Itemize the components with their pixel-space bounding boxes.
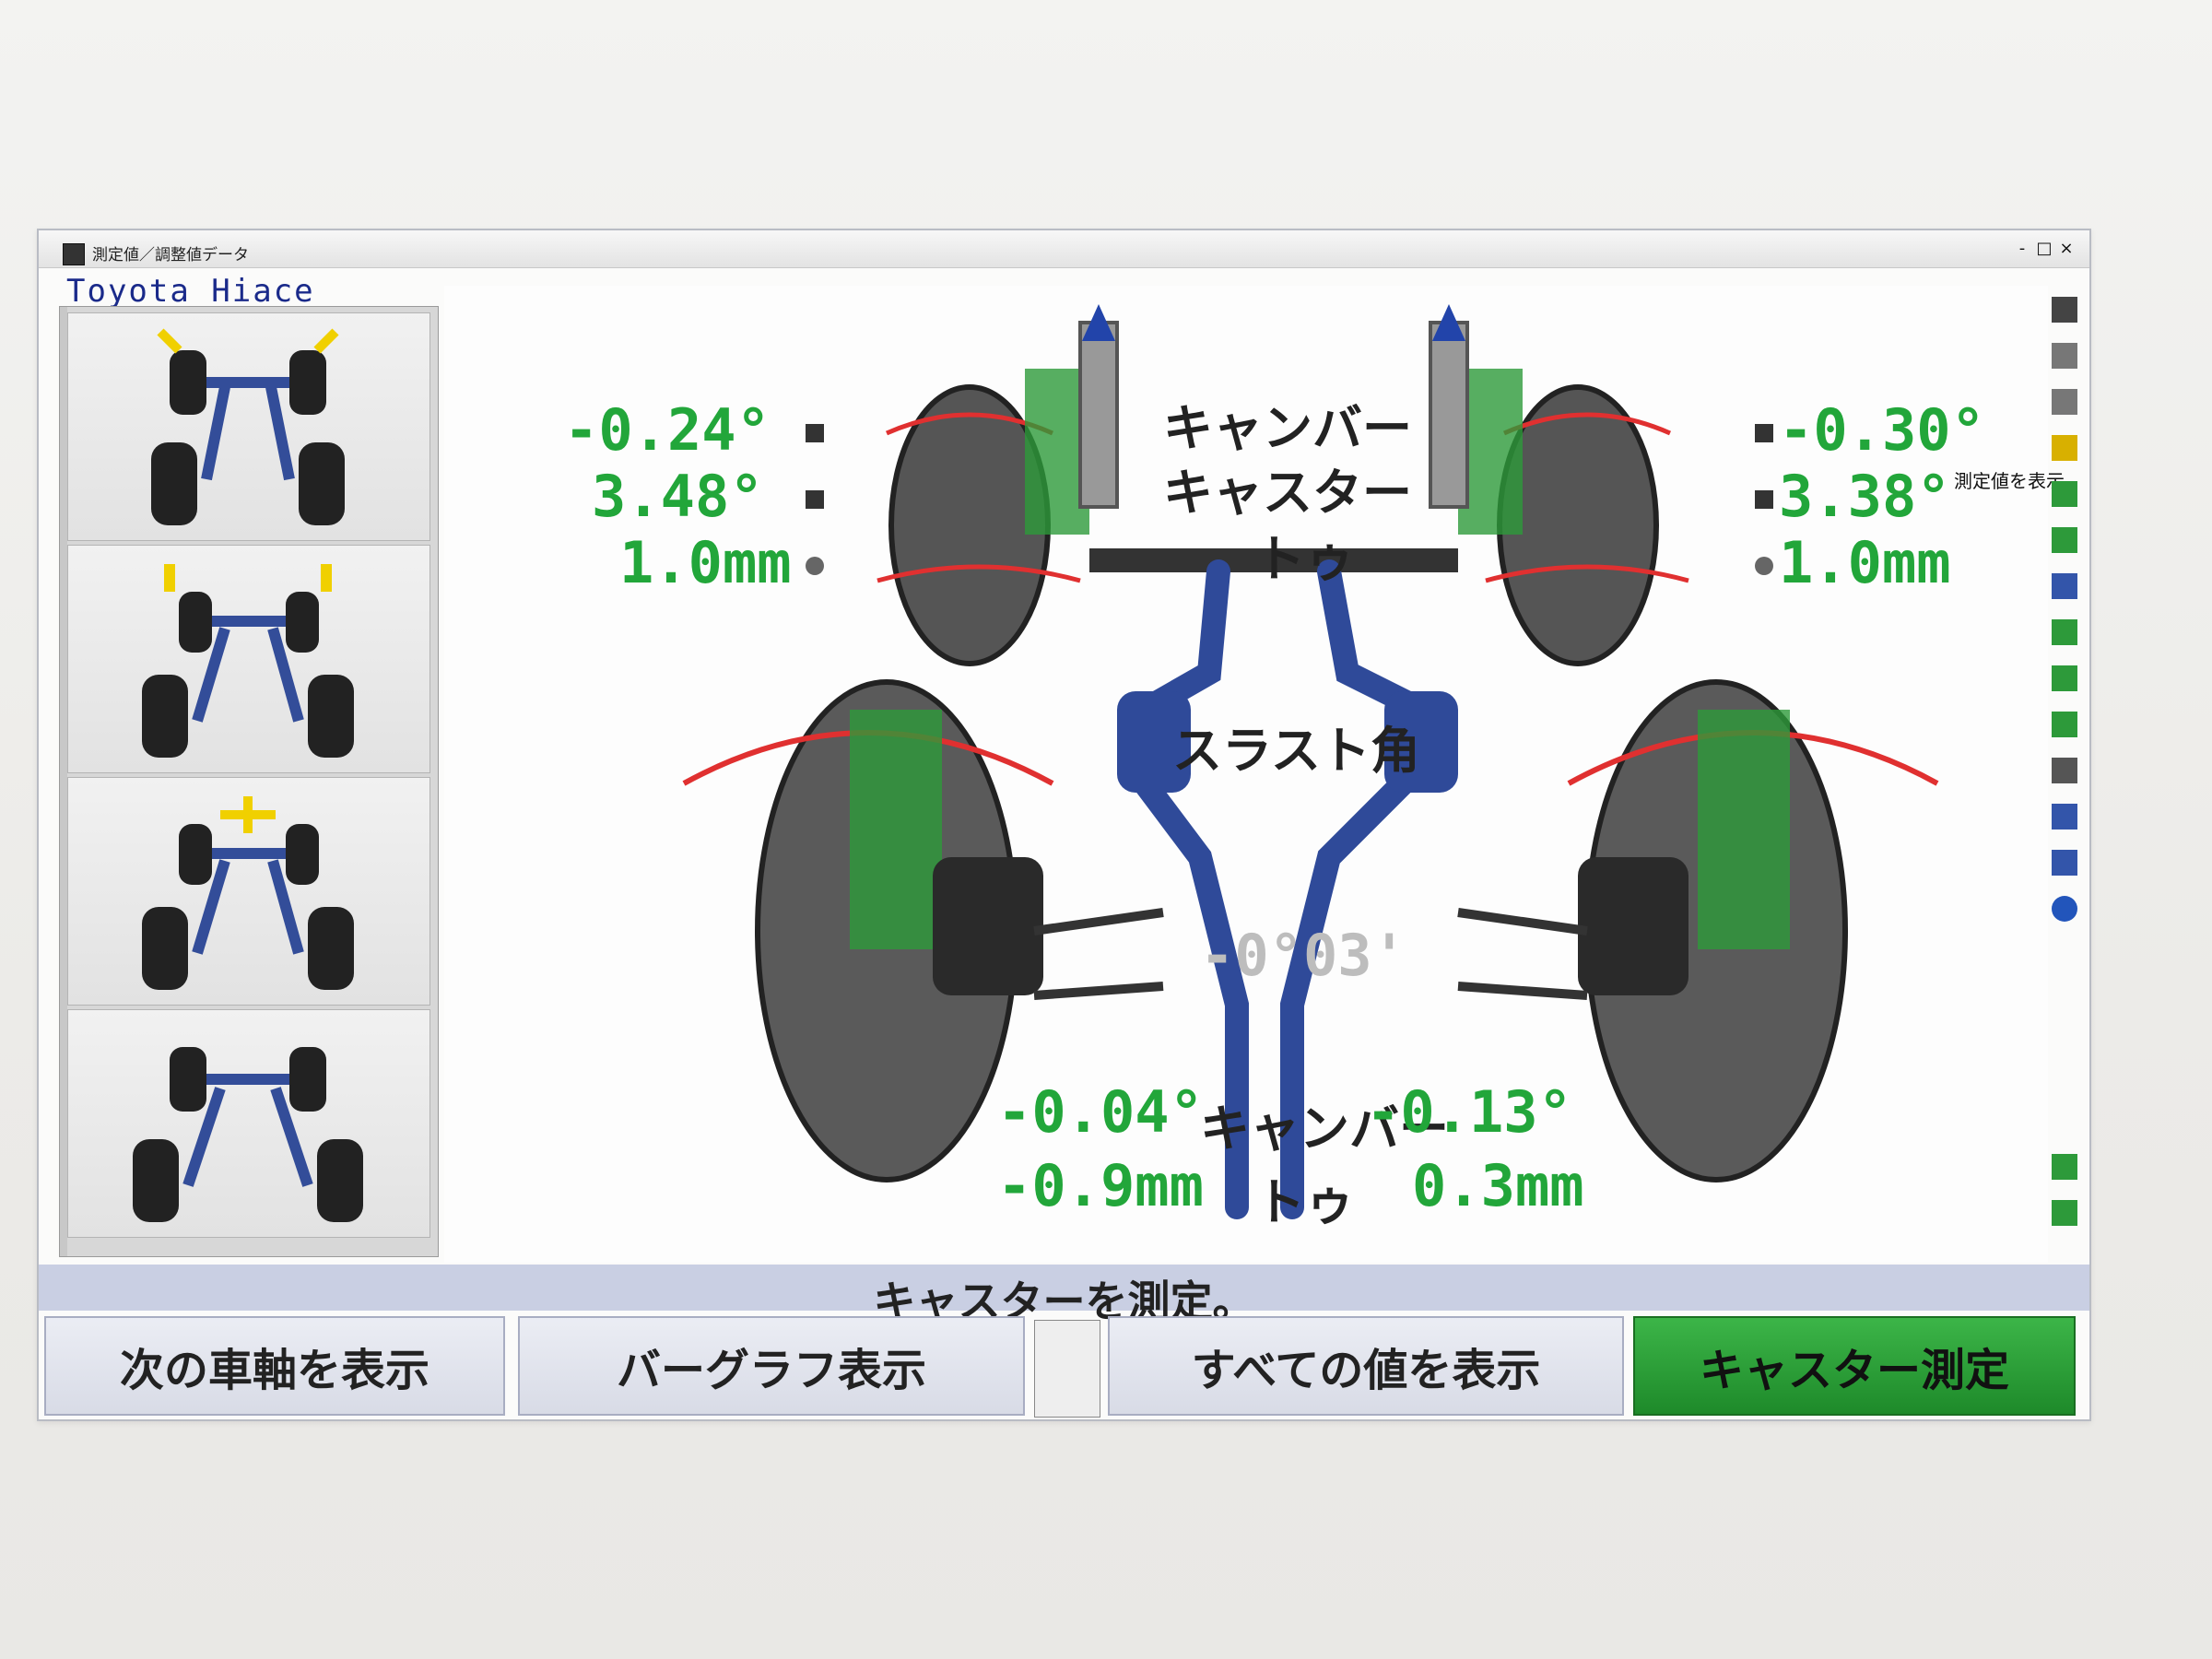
adjust-icon[interactable] [2052, 665, 2077, 691]
caster-measure-button[interactable]: キャスター測定 [1633, 1316, 2076, 1416]
vehicle-name: Toyota Hiace [66, 273, 315, 310]
close-button[interactable]: × [2059, 239, 2074, 258]
thumbnail-scrollbar[interactable] [60, 307, 67, 1256]
tool-icon[interactable] [2052, 850, 2077, 876]
show-all-values-button[interactable]: すべての値を表示 [1108, 1316, 1624, 1416]
front-left-caster-value: 3.48° [592, 463, 764, 530]
chassis-icon [142, 564, 354, 758]
front-right-camber-value: -0.30° [1779, 396, 1985, 464]
report-icon[interactable] [2052, 297, 2077, 323]
zoom-icon[interactable] [1034, 1320, 1100, 1418]
thumbnail-front-toe[interactable] [67, 777, 430, 1006]
chassis-icon [142, 796, 354, 990]
rear-left-toe-value: -0.9mm [997, 1152, 1204, 1219]
tool-icon[interactable] [2052, 804, 2077, 830]
globe-icon[interactable] [2052, 896, 2077, 922]
camber-icon [806, 424, 824, 442]
thumbnail-front-camber[interactable] [67, 312, 430, 541]
front-left-toe-value: 1.0mm [619, 529, 792, 596]
caster-label: キャスター [1163, 464, 1412, 522]
toe-icon [806, 557, 824, 575]
thrust-angle-label: スラスト角 [1172, 722, 1420, 780]
front-right-caster-value: 3.38° [1779, 463, 1951, 530]
rear-left-camber-value: -0.04° [997, 1078, 1204, 1146]
alignment-window: 測定値／調整値データ - □ × Toyota Hiace [37, 229, 2091, 1421]
camber-label: キャンバー [1163, 399, 1412, 457]
rear-toe-label: トゥ [1255, 1173, 1355, 1231]
adjust-icon[interactable] [2052, 712, 2077, 737]
alignment-diagram: -0.24° 3.48° 1.0mm キャンバー キャスター トゥ -0.30°… [444, 286, 2048, 1263]
status-bar: キャスターを測定。 [39, 1265, 2089, 1326]
bar-graph-button[interactable]: バーグラフ表示 [518, 1316, 1025, 1416]
front-right-wheel [1497, 384, 1659, 666]
maximize-button[interactable]: □ [2036, 239, 2053, 258]
front-right-toe-value: 1.0mm [1779, 529, 1951, 596]
suspension-illustration [682, 304, 1939, 1219]
caster-icon [806, 490, 824, 509]
thrust-angle-value: -0°03' [1200, 922, 1406, 989]
chassis-icon [133, 1047, 363, 1222]
caster-icon [1755, 490, 1773, 509]
angle-icon[interactable] [2052, 343, 2077, 369]
vehicle-icon[interactable] [2052, 1154, 2077, 1180]
app-icon [63, 243, 85, 265]
thumbnail-front-caster[interactable] [67, 545, 430, 773]
suspension-icon[interactable] [2052, 573, 2077, 599]
angle-icon[interactable] [2052, 389, 2077, 415]
thumbnail-rear[interactable] [67, 1009, 430, 1238]
adjust-icon[interactable] [2052, 619, 2077, 645]
measure-icon[interactable] [2052, 435, 2077, 461]
minimize-button[interactable]: - [2018, 239, 2026, 258]
front-left-wheel [888, 384, 1051, 666]
vehicle-icon[interactable] [2052, 1200, 2077, 1226]
rear-camber-label: キャンバー [1200, 1100, 1449, 1158]
front-left-camber-value: -0.24° [564, 396, 771, 464]
camber-icon [1755, 424, 1773, 442]
show-measurements-label: 測定値を表示 [1954, 470, 2065, 492]
chassis-icon [151, 328, 345, 525]
window-title: 測定値／調整値データ [92, 246, 249, 265]
adjust-icon[interactable] [2052, 527, 2077, 553]
toe-label: トゥ [1255, 530, 1355, 588]
right-toolbar [2046, 288, 2083, 1265]
axle-thumbnail-list [59, 306, 439, 1257]
rear-right-camber-value: -0.13° [1366, 1078, 1572, 1146]
tool-icon[interactable] [2052, 758, 2077, 783]
title-bar: 測定値／調整値データ - □ × [39, 230, 2089, 268]
adjust-icon[interactable] [2052, 481, 2077, 507]
rear-right-toe-value: 0.3mm [1412, 1152, 1584, 1219]
toe-icon [1755, 557, 1773, 575]
next-axle-button[interactable]: 次の車軸を表示 [44, 1316, 505, 1416]
